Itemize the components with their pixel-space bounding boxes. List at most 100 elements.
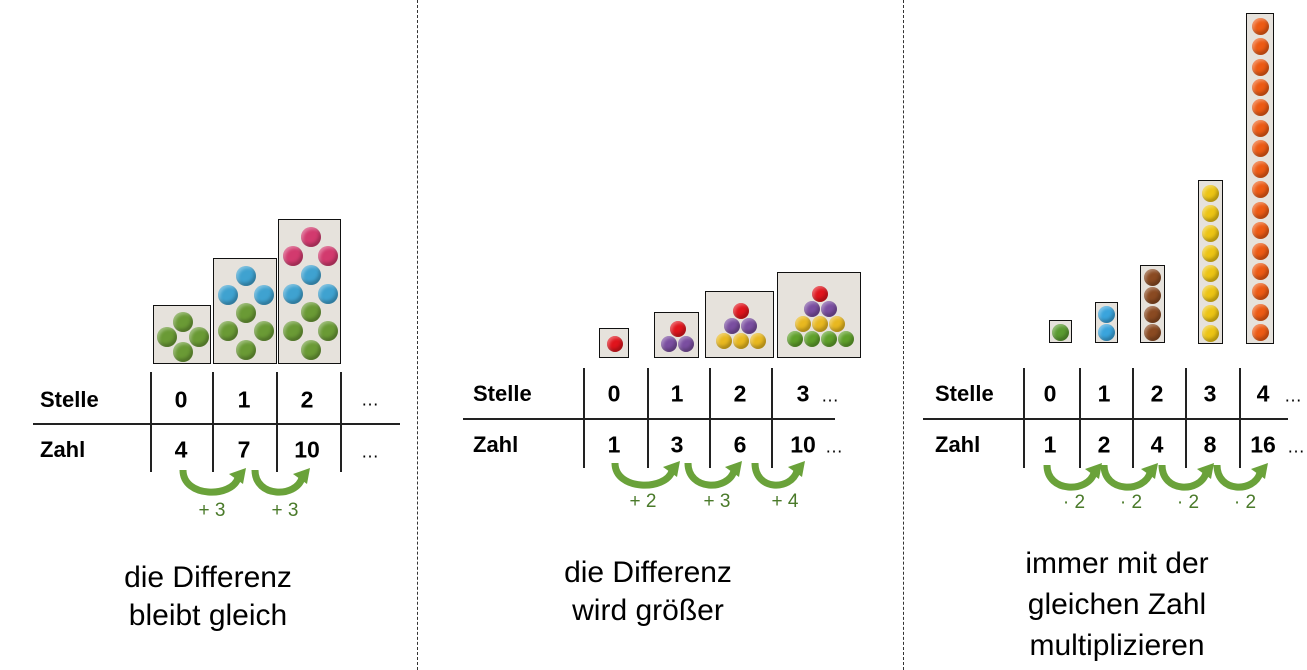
candy [803,330,820,347]
candy [1251,303,1269,321]
number-value: 10 [790,431,816,458]
operation-label: + 4 [771,491,799,512]
ellipsis: … [825,436,843,457]
candy [749,332,766,349]
curved-arrow-icon [1100,463,1158,491]
candy [1251,160,1269,178]
operation-label: · 2 [1176,492,1200,513]
candy [1098,324,1115,342]
candy [1144,287,1161,305]
candy [607,336,623,352]
candy [1251,283,1269,301]
candy [282,283,303,304]
caption-line: immer mit der [1025,547,1209,580]
position-value: 1 [237,386,251,413]
operation-label: · 2 [1233,492,1257,513]
curved-arrow-icon [751,461,805,489]
candy [282,246,303,267]
candy-photo [213,258,277,364]
table-line [150,372,152,472]
operation-label: + 2 [629,491,657,512]
table-line [1132,368,1134,468]
candy [1251,201,1269,219]
caption-line: die Differenz [124,561,292,594]
candy [732,302,749,319]
candy-photo [599,328,629,358]
candy [715,332,732,349]
number-value: 1 [607,431,621,458]
number-value: 16 [1250,431,1276,458]
candy [669,320,686,337]
row-label-stelle: Stelle [935,381,994,406]
candy [1144,324,1161,342]
candy [253,284,274,305]
panel-divider [903,0,904,670]
candy [218,321,239,342]
table-line [1079,368,1081,468]
number-value: 10 [294,436,320,463]
operation-label: + 3 [271,500,299,521]
candy [661,335,677,352]
table-divider [923,418,1288,420]
candy [724,317,740,334]
position-value: 1 [1097,380,1111,407]
candy [218,284,239,305]
candy [1251,222,1269,240]
candy-photo [1140,265,1165,343]
caption-line: bleibt gleich [128,599,288,632]
curved-arrow-icon [684,461,742,489]
operation-label: + 3 [703,491,731,512]
curved-arrow-icon [1043,463,1102,491]
row-label-zahl: Zahl [935,432,981,457]
position-value: 4 [1256,380,1270,407]
candy [812,285,828,302]
number-value: 1 [1043,431,1057,458]
candy-photo [777,272,861,358]
operation-label: · 2 [1062,492,1086,513]
candy-photo [1198,180,1223,344]
caption-line: gleichen Zahl [1027,588,1207,621]
number-value: 8 [1203,431,1217,458]
table-line [771,368,773,468]
candy [829,315,845,332]
curved-arrow-icon [1158,463,1214,491]
caption-line: die Differenz [564,556,732,589]
row-label-zahl: Zahl [40,437,86,462]
candy [1202,204,1219,222]
curved-arrow-icon [611,461,680,489]
candy [173,341,193,362]
number-value: 2 [1097,431,1111,458]
operation-label: · 2 [1119,492,1143,513]
candy [300,302,321,323]
candy [1202,184,1219,202]
candy [300,264,321,285]
caption-line: multiplizieren [1029,629,1205,662]
candy [1098,305,1115,323]
candy [803,300,820,317]
ellipsis: … [1287,436,1305,457]
candy-photo [1246,13,1274,344]
candy [732,332,749,349]
position-value: 2 [300,386,314,413]
table-divider [33,423,400,425]
candy [173,311,193,332]
candy [1251,242,1269,260]
candy [1251,262,1269,280]
table-line [1023,368,1025,468]
candy [1202,304,1219,322]
table-divider [463,418,835,420]
candy [820,300,837,317]
candy [820,330,837,347]
candy [300,227,321,248]
candy [786,330,803,347]
candy [236,266,256,287]
table-line [276,372,278,472]
position-value: 1 [670,380,684,407]
curved-arrow-icon [251,468,310,496]
candy [318,283,339,304]
table-line [1185,368,1187,468]
row-label-stelle: Stelle [473,381,532,406]
candy-photo [1049,320,1072,343]
curved-arrow-icon [1213,463,1268,491]
